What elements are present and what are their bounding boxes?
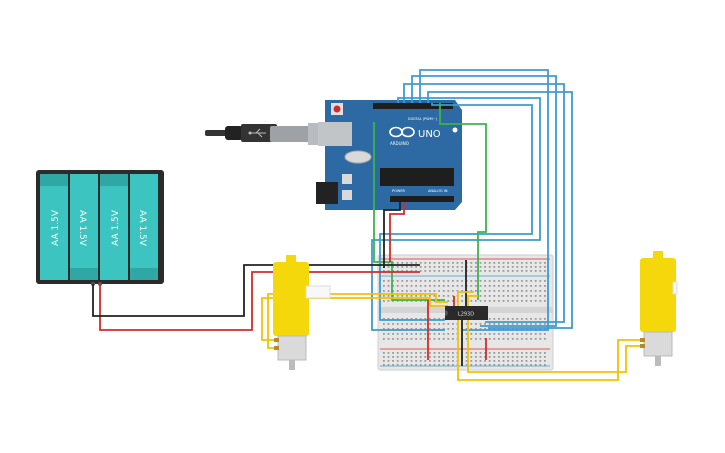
wire-yellow	[267, 293, 448, 349]
wire-green	[373, 122, 445, 301]
wire-yellow	[467, 295, 642, 373]
battery-cell-label: AA 1.5V	[51, 209, 61, 246]
usb-cable[interactable]	[205, 123, 322, 145]
arduino-uno-board[interactable]: DIGITAL (PWM~) UNO ARDUINO POWER ANALOG …	[316, 100, 462, 210]
wire-blue	[403, 83, 565, 323]
power-label: POWER	[392, 189, 406, 193]
power-analog-header	[390, 196, 454, 202]
wire-red	[389, 202, 405, 262]
wire-green	[439, 103, 487, 300]
wire-blue	[411, 75, 557, 327]
reset-button[interactable]	[331, 103, 343, 115]
wire-blue	[379, 103, 533, 321]
battery-pack[interactable]: AA 1.5V AA 1.5V AA 1.5V AA 1.5V	[36, 170, 164, 286]
battery-cell-label: AA 1.5V	[137, 210, 147, 247]
dc-motor-left[interactable]	[273, 255, 331, 370]
motor-driver-chip[interactable]: L293D	[445, 306, 488, 320]
atmega-chip	[380, 168, 454, 186]
chip-label: L293D	[458, 312, 474, 318]
wire-blue	[419, 69, 549, 331]
board-model-text: UNO	[418, 129, 441, 140]
wire-yellow	[261, 297, 448, 341]
brand-text: ARDUINO	[390, 141, 409, 146]
wire-blue	[427, 91, 573, 329]
analog-label: ANALOG IN	[428, 189, 448, 193]
battery-cell-label: AA 1.5V	[77, 210, 87, 247]
arduino-logo-icon	[389, 126, 415, 138]
wire-blue	[371, 97, 541, 331]
battery-cell-label: AA 1.5V	[111, 209, 121, 246]
wires	[92, 69, 642, 381]
dc-motor-right[interactable]	[640, 251, 678, 366]
digital-header	[373, 103, 453, 109]
wire-yellow	[457, 291, 642, 381]
battery-cell-2: AA 1.5V	[70, 174, 98, 280]
usb-icon	[248, 128, 266, 138]
battery-cell-4: AA 1.5V	[130, 174, 158, 280]
digital-label: DIGITAL (PWM~)	[408, 117, 438, 121]
battery-cell-3: AA 1.5V	[100, 174, 128, 280]
battery-cell-1: AA 1.5V	[40, 174, 68, 280]
wire-black	[383, 202, 401, 268]
